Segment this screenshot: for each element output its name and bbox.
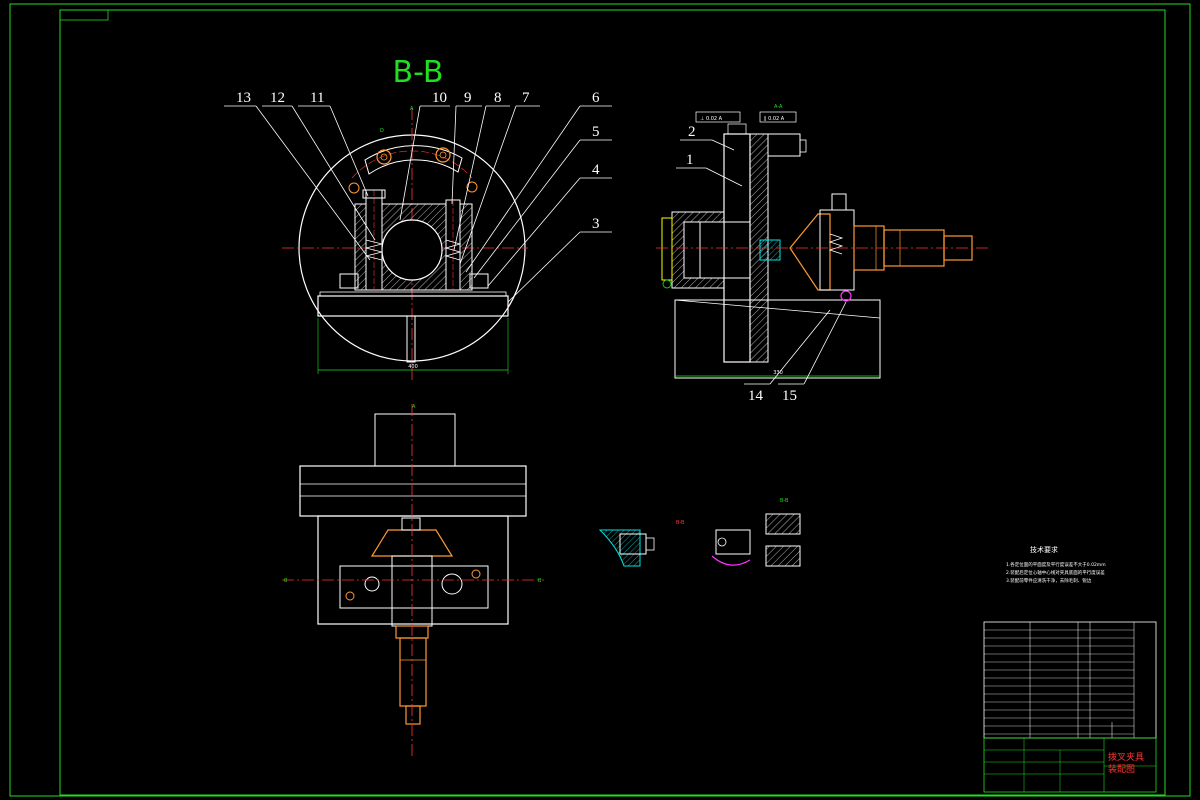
view-title: B-B: [393, 55, 444, 90]
svg-text:∥ 0.02 A: ∥ 0.02 A: [764, 116, 785, 122]
locating-key: [406, 315, 416, 363]
part-label-4: 4: [592, 162, 600, 178]
part-label-1: 1: [686, 152, 694, 168]
part-label-2: 2: [688, 124, 696, 140]
svg-text:B: B: [284, 578, 288, 584]
svg-text:D: D: [380, 128, 384, 134]
svg-text:⊥ 0.02 A: ⊥ 0.02 A: [700, 116, 723, 122]
bolt-left-icon: [376, 149, 392, 165]
side-view: ⊥ 0.02 A ∥ 0.02 A A-A 330: [656, 104, 990, 379]
base-plate: [317, 295, 509, 317]
part-label-15: 15: [782, 388, 797, 404]
plan-view: B B A: [282, 404, 544, 756]
svg-text:A-A: A-A: [774, 104, 783, 110]
svg-text:A: A: [410, 106, 414, 112]
part-label-11: 11: [310, 90, 324, 106]
svg-text:B: B: [538, 578, 542, 584]
part-label-7: 7: [522, 90, 530, 106]
svg-text:400: 400: [408, 364, 418, 370]
bom-table: [983, 621, 1157, 739]
tech-req-line-1: 1.各定位面的平面度及平行度误差不大于0.02mm: [1006, 561, 1106, 568]
drawing-subtitle: 装配图: [1108, 763, 1135, 775]
part-label-14: 14: [748, 388, 764, 404]
part-label-12: 12: [270, 90, 285, 106]
section-marker: B-B: [676, 520, 685, 526]
part-label-13: 13: [236, 90, 251, 106]
part-label-3: 3: [592, 216, 600, 232]
part-label-10: 10: [432, 90, 447, 106]
part-number-labels: 13 12 11 10 9 8 7 6 5 4 3 2 1 14 15: [236, 90, 797, 404]
bolt-right-icon: [435, 147, 451, 163]
part-label-5: 5: [592, 124, 600, 140]
part-label-6: 6: [592, 90, 600, 106]
tech-req-line-3: 3.装配前零件应清洗干净，去除毛刺、锐边: [1006, 577, 1092, 584]
part-label-8: 8: [494, 90, 502, 106]
tech-req-line-2: 2.装配后定位心轴中心线对夹具底面的平行度误差: [1006, 569, 1105, 576]
leader-lines: [224, 105, 847, 385]
workpiece-bore: [381, 219, 443, 281]
bevel-gear-workpiece: [789, 213, 831, 291]
detail-views: B-B B-B: [598, 498, 801, 567]
technical-requirements: 技术要求 1.各定位面的平面度及平行度误差不大于0.02mm 2.装配后定位心轴…: [1006, 545, 1106, 584]
drawing-title: 拨叉夹具: [1108, 751, 1144, 763]
svg-text:B-B: B-B: [780, 498, 789, 504]
section-view-bb: B-B 40: [282, 55, 528, 380]
dimension-tolerance-marker: [661, 217, 673, 281]
title-block: 拨叉夹具 装配图: [983, 621, 1157, 793]
part-label-9: 9: [464, 90, 472, 106]
drawing-frame: [9, 3, 1191, 797]
tech-req-heading: 技术要求: [1030, 545, 1058, 554]
svg-text:330: 330: [773, 370, 783, 376]
clamp-screw-icon: [840, 290, 852, 302]
svg-text:A: A: [412, 404, 416, 410]
